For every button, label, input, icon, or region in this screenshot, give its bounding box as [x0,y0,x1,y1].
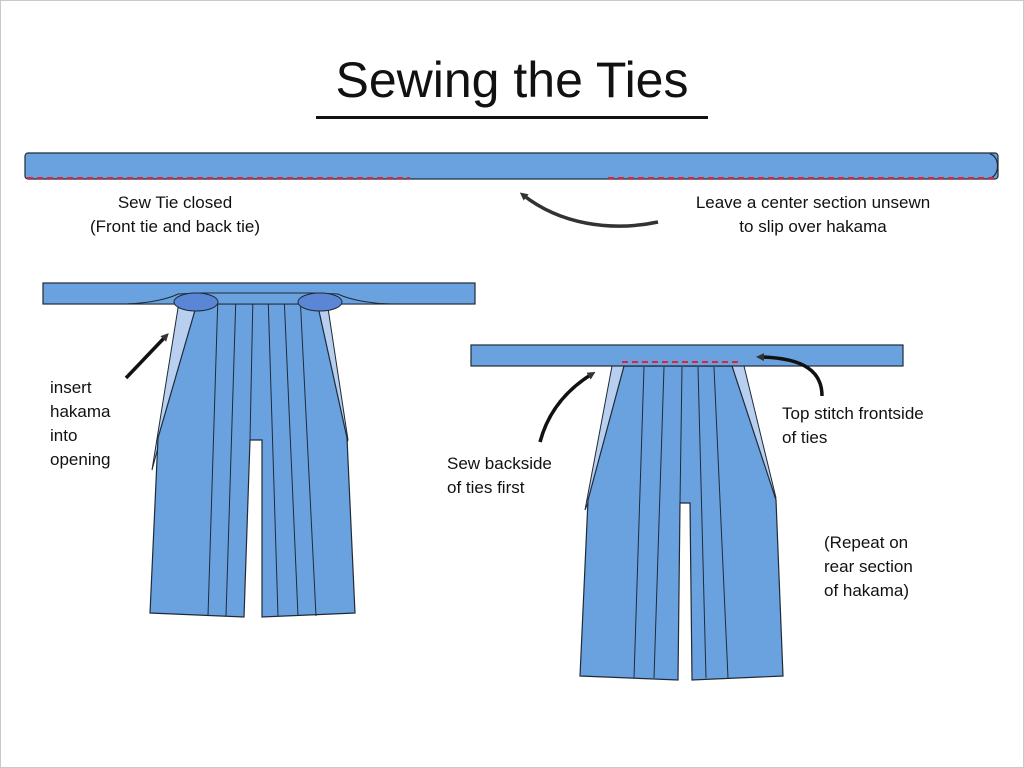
arrow-backside [538,371,596,443]
hakama-right [579,365,784,681]
title-underline [316,116,708,119]
arrow-topstitch [756,353,824,397]
label-repeat-rear: (Repeat on rear section of hakama) [824,533,913,600]
label-sew-tie-closed: Sew Tie closed (Front tie and back tie) [89,193,261,236]
arrow-insert [124,333,169,380]
tie-strip-left [42,282,476,312]
label-sew-backside: Sew backside of ties first [447,454,552,497]
curved-arrow-center [519,192,659,228]
label-leave-center-unsewn: Leave a center section unsewn to slip ov… [695,193,931,236]
page-title: Sewing the Ties [335,52,689,108]
hakama-left [149,292,356,618]
long-tie-strip [24,152,999,180]
label-insert-hakama: insert hakama into opening [50,378,111,469]
label-top-stitch: Top stitch frontside of ties [782,404,924,447]
